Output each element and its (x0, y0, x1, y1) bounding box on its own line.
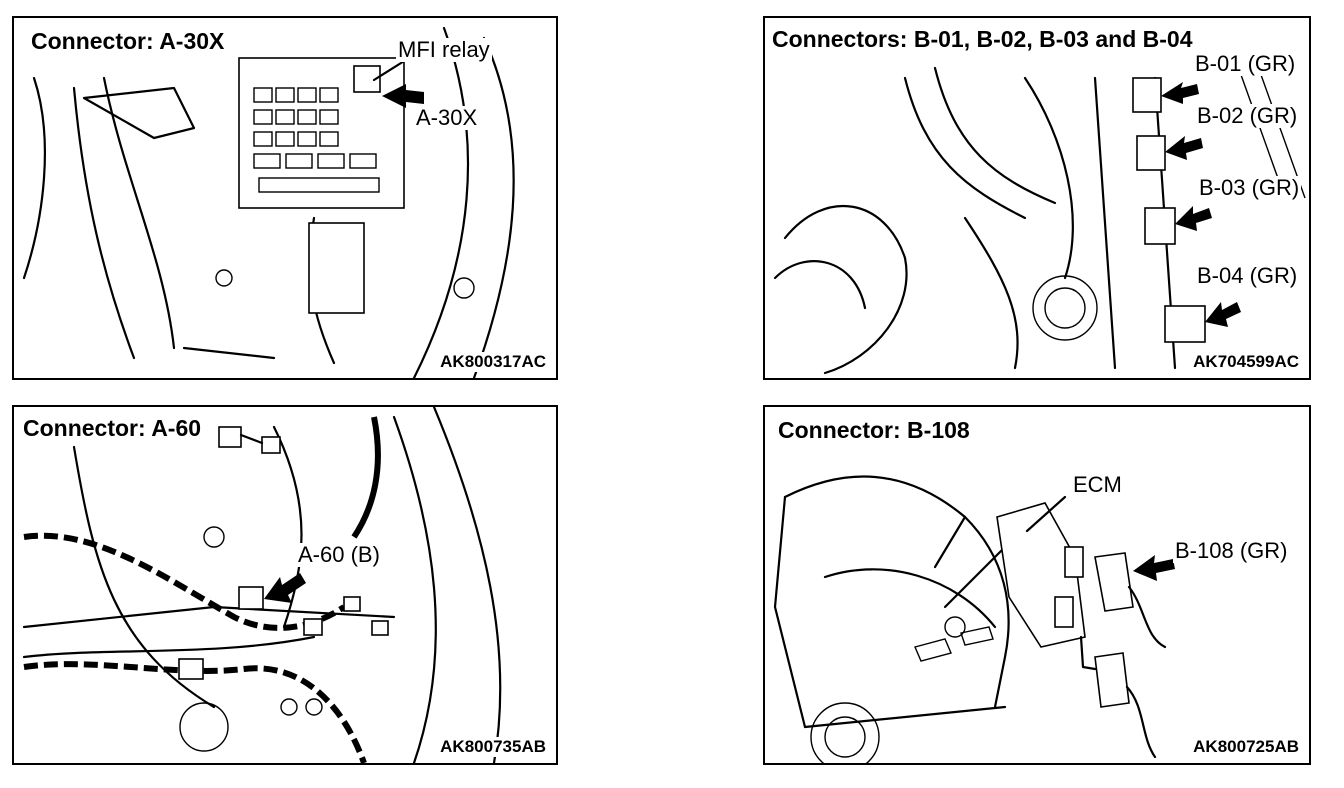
callout-label: ECM (1071, 472, 1124, 497)
figure-code: AK800735AB (438, 737, 548, 757)
callout-label: A-30X (414, 105, 480, 130)
figure-code: AK800317AC (438, 352, 548, 372)
callout-label: B-03 (GR) (1197, 175, 1302, 200)
panel-title: Connector: B-108 (775, 417, 973, 443)
panel-b108: Connector: B-108 ECM B-108 (GR) AK800725… (763, 405, 1311, 765)
panel-title: Connectors: B-01, B-02, B-03 and B-04 (769, 26, 1196, 52)
panel-a30x: Connector: A-30X MFI relay A-30X AK80031… (12, 16, 558, 380)
callout-label: B-01 (GR) (1193, 51, 1298, 76)
harness-illustration-a60 (22, 407, 502, 763)
panel-b01-b04: Connectors: B-01, B-02, B-03 and B-04 B-… (763, 16, 1311, 380)
panel-title: Connector: A-60 (20, 415, 205, 441)
engine-bay-illustration-a30x (22, 26, 515, 378)
figure-code: AK800725AB (1191, 737, 1301, 757)
callout-label: B-04 (GR) (1195, 263, 1300, 288)
panel-a60: Connector: A-60 A-60 (B) AK800735AB (12, 405, 558, 765)
engine-bay-illustration-injectors (773, 57, 1306, 375)
callout-label: B-02 (GR) (1195, 103, 1300, 128)
panel-title: Connector: A-30X (28, 28, 228, 54)
callout-label: MFI relay (396, 37, 492, 62)
callout-label: A-60 (B) (296, 542, 382, 567)
callout-label: B-108 (GR) (1173, 538, 1290, 563)
figure-code: AK704599AC (1191, 352, 1301, 372)
vehicle-ecm-illustration (773, 475, 1175, 763)
